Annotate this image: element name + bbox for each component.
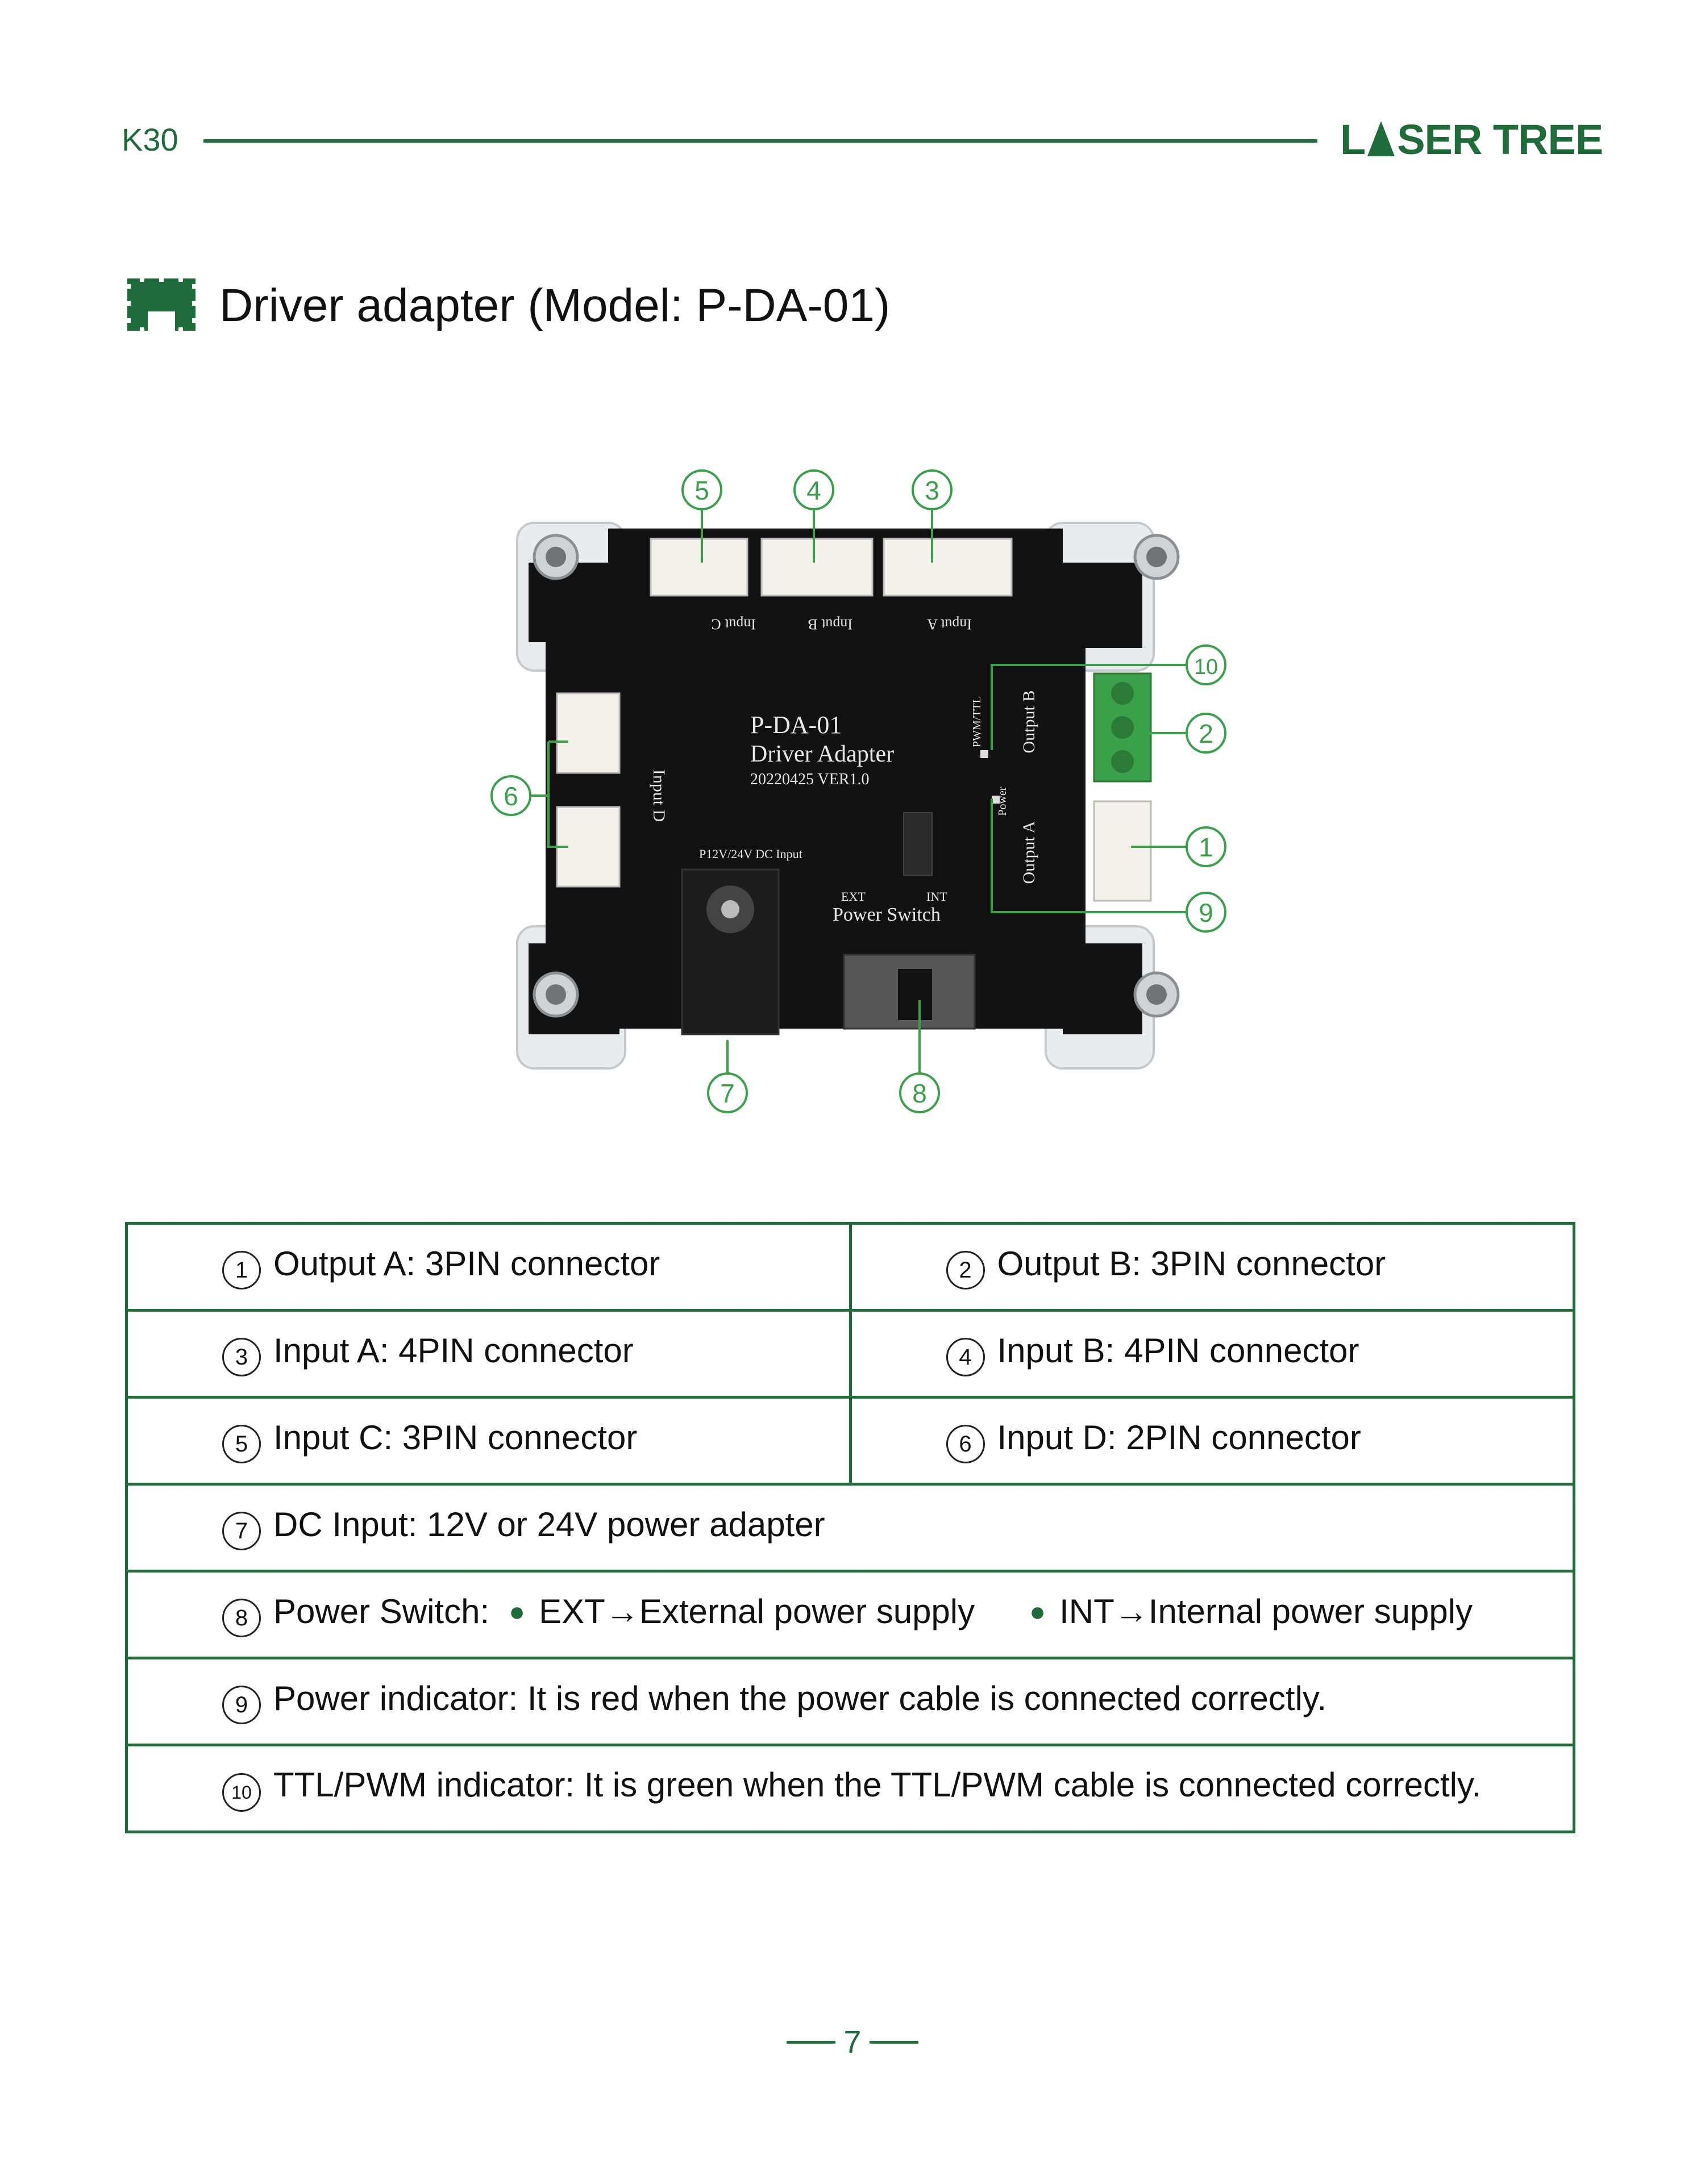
power-led — [992, 796, 1000, 804]
callout-5: 5 — [694, 476, 709, 505]
logo-text-left: L — [1340, 116, 1366, 163]
driver-adapter-photo: P-DA-01 Driver Adapter 20220425 VER1.0 I… — [490, 469, 1226, 1113]
section-title: Driver adapter (Model: P-DA-01) — [219, 280, 891, 331]
header-rule — [203, 139, 1317, 143]
brand-logo: L SER TREE — [1340, 116, 1603, 164]
pwm-ttl-led — [980, 750, 988, 758]
label-dc-input: P12V/24V DC Input — [699, 847, 802, 861]
label-input-d: Input D — [650, 769, 668, 822]
standoff-screws — [533, 534, 1180, 1018]
input-a-connector — [883, 538, 1013, 597]
bullet-icon: ● — [509, 1597, 526, 1627]
label-int: INT — [926, 889, 947, 904]
output-a-connector — [1093, 800, 1152, 902]
logo-text-right: SER TREE — [1397, 116, 1603, 163]
bullet-icon: ● — [1029, 1597, 1046, 1627]
label-ext: EXT — [841, 889, 866, 904]
callout-8: 8 — [912, 1079, 927, 1108]
label-input-b: Input B — [808, 616, 852, 633]
label-output-a: Output A — [1020, 821, 1038, 884]
label-power: Power — [996, 787, 1009, 816]
callout-3: 3 — [925, 476, 939, 505]
callout-10: 10 — [1194, 655, 1218, 679]
input-b-connector — [760, 538, 874, 597]
input-c-connector — [650, 538, 748, 597]
label-output-b: Output B — [1020, 690, 1038, 754]
label-pwm-ttl: PWM/TTL — [971, 696, 983, 747]
circuit-board-icon — [125, 276, 198, 333]
callout-6: 6 — [504, 781, 518, 811]
page-number: 7 — [767, 2023, 938, 2060]
label-power-switch: Power Switch — [833, 904, 941, 925]
input-d-connector-1 — [556, 692, 621, 774]
callout-7: 7 — [720, 1079, 735, 1108]
board-model-label: P-DA-01 — [750, 711, 842, 739]
tree-icon — [1367, 121, 1395, 156]
callout-1: 1 — [1199, 833, 1213, 862]
board-version-label: 20220425 VER1.0 — [750, 771, 870, 788]
document-model: K30 — [122, 122, 178, 157]
callout-9: 9 — [1199, 898, 1213, 927]
label-input-a: Input A — [927, 616, 972, 633]
callout-4: 4 — [806, 476, 821, 505]
label-input-c: Input C — [711, 616, 756, 633]
callout-2: 2 — [1199, 719, 1213, 748]
board-name-label: Driver Adapter — [750, 741, 894, 767]
